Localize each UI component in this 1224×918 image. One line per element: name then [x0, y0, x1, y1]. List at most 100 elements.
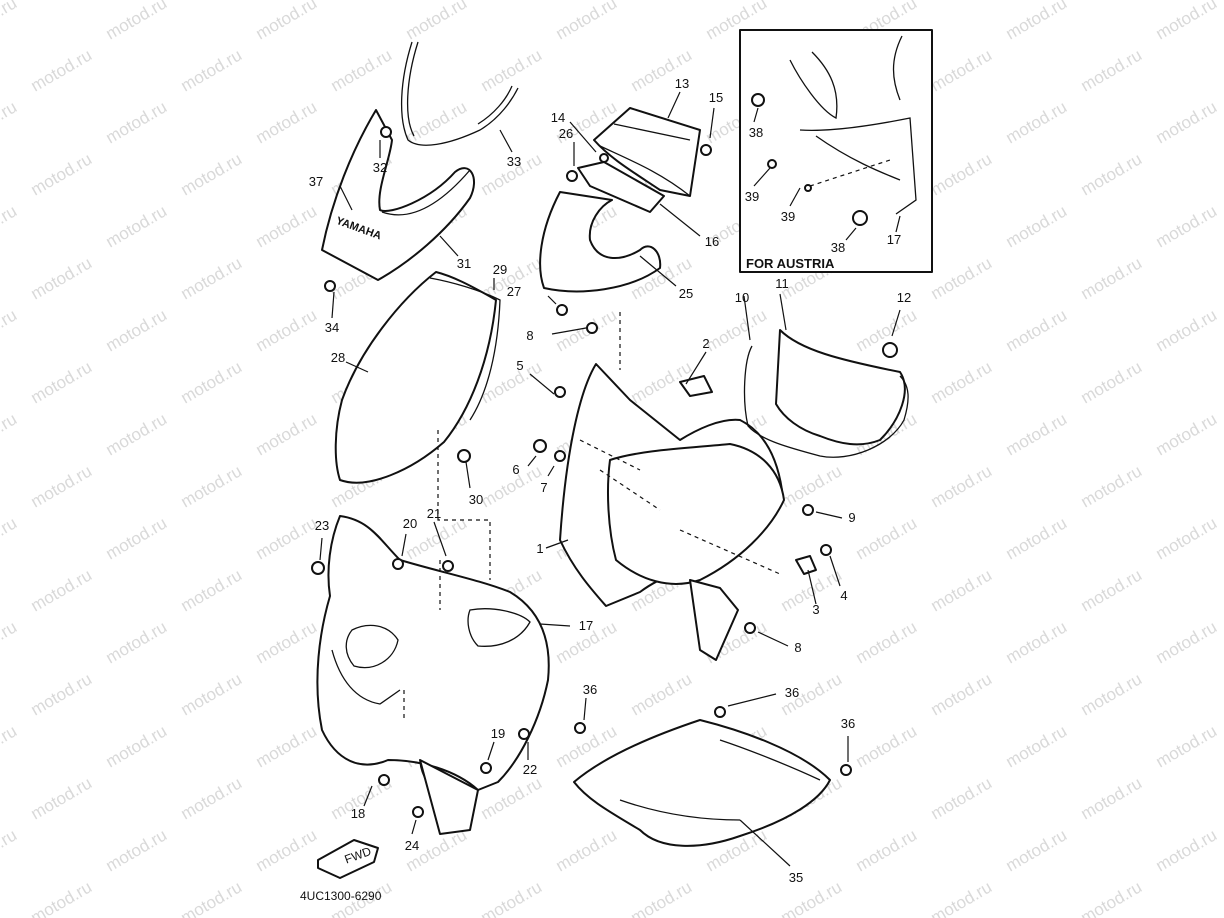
watermark-text: motod.ru — [928, 45, 996, 95]
watermark-text: motod.ru — [0, 0, 20, 43]
callout-38: 38 — [749, 125, 763, 140]
watermark-text: motod.ru — [703, 305, 771, 355]
cowling-inner-edge — [381, 169, 471, 216]
callout-17: 17 — [579, 618, 593, 633]
inset-cowling-outline — [789, 35, 917, 215]
callout-14: 14 — [551, 110, 565, 125]
watermark-text: motod.ru — [853, 513, 921, 563]
watermark-text: motod.ru — [28, 461, 96, 511]
callout-13: 13 — [675, 76, 689, 91]
watermark-text: motod.ru — [253, 201, 321, 251]
watermark-text: motod.ru — [253, 97, 321, 147]
windscreen-trim-33 — [400, 41, 519, 146]
watermark-text: motod.ru — [103, 201, 171, 251]
bracket-15 — [577, 161, 665, 213]
watermark-text: motod.ru — [0, 305, 20, 355]
watermark-text: motod.ru — [28, 773, 96, 823]
watermark-text: motod.ru — [253, 0, 321, 43]
callout-36: 36 — [841, 716, 855, 731]
callout-4: 4 — [840, 588, 847, 603]
watermark-text: motod.ru — [778, 877, 846, 918]
watermark-text: motod.ru — [1078, 565, 1146, 615]
watermark-text: motod.ru — [1003, 617, 1071, 667]
watermark-text: motod.ru — [103, 409, 171, 459]
watermark-text: motod.ru — [28, 357, 96, 407]
watermark-text: motod.ru — [1153, 97, 1221, 147]
watermark-text: motod.ru — [1078, 253, 1146, 303]
watermark-text: motod.ru — [178, 877, 246, 918]
watermark-text: motod.ru — [403, 0, 471, 43]
windshield-trim-29 — [429, 277, 501, 421]
drawing-code: 4UC1300-6290 — [300, 889, 382, 903]
watermark-text: motod.ru — [1078, 45, 1146, 95]
watermark-text: motod.ru — [1078, 149, 1146, 199]
callout-18: 18 — [351, 806, 365, 821]
watermark-text: motod.ru — [28, 45, 96, 95]
side-cowling-rear-flap — [419, 759, 479, 835]
watermark-text: motod.ru — [28, 253, 96, 303]
watermark-text: motod.ru — [478, 877, 546, 918]
watermark-text: motod.ru — [928, 149, 996, 199]
watermark-text: motod.ru — [0, 513, 20, 563]
fasteners — [311, 126, 898, 818]
watermark-text: motod.ru — [1003, 201, 1071, 251]
watermark-text: motod.ru — [928, 877, 996, 918]
callout-19: 19 — [491, 726, 505, 741]
callout-37: 37 — [309, 174, 323, 189]
callout-8: 8 — [794, 640, 801, 655]
callout-26: 26 — [559, 126, 573, 141]
callout-1: 1 — [536, 541, 543, 556]
watermark-text: motod.ru — [553, 0, 621, 43]
callout-12: 12 — [897, 290, 911, 305]
assembly-line-6 — [809, 159, 891, 187]
watermark-text: motod.ru — [0, 409, 20, 459]
watermark-text: motod.ru — [1153, 721, 1221, 771]
callout-30: 30 — [469, 492, 483, 507]
upper-cowling-31 — [321, 109, 475, 281]
watermark-text: motod.ru — [0, 97, 20, 147]
watermark-text: motod.ru — [178, 253, 246, 303]
watermark-text: motod.ru — [0, 825, 20, 875]
callout-6: 6 — [512, 462, 519, 477]
watermark-text: motod.ru — [1078, 357, 1146, 407]
watermark-text: motod.ru — [0, 617, 20, 667]
watermark-text: motod.ru — [103, 513, 171, 563]
callout-9: 9 — [848, 510, 855, 525]
watermark-text: motod.ru — [553, 825, 621, 875]
watermark-text: motod.ru — [478, 461, 546, 511]
watermark-text: motod.ru — [1003, 305, 1071, 355]
watermark-text: motod.ru — [1153, 305, 1221, 355]
watermark-text: motod.ru — [628, 669, 696, 719]
watermark-text: motod.ru — [1003, 0, 1071, 43]
meter-cover-detail — [599, 123, 691, 197]
watermark-text: motod.ru — [253, 409, 321, 459]
watermark-text: motod.ru — [178, 669, 246, 719]
watermark-text: motod.ru — [253, 617, 321, 667]
watermark-text: motod.ru — [1003, 721, 1071, 771]
watermark-text: motod.ru — [928, 773, 996, 823]
callout-33: 33 — [507, 154, 521, 169]
watermark-text: motod.ru — [1078, 669, 1146, 719]
callout-22: 22 — [523, 762, 537, 777]
callout-11: 11 — [775, 276, 789, 291]
watermark-text: motod.ru — [178, 357, 246, 407]
callout-10: 10 — [735, 290, 749, 305]
watermark-text: motod.ru — [0, 721, 20, 771]
watermark-text: motod.ru — [1003, 513, 1071, 563]
callout-38: 38 — [831, 240, 845, 255]
watermark-text: motod.ru — [28, 149, 96, 199]
duct-seal-10 — [743, 345, 909, 458]
watermark-text: motod.ru — [253, 513, 321, 563]
watermark-text: motod.ru — [778, 565, 846, 615]
watermark-text: motod.ru — [103, 305, 171, 355]
callout-39: 39 — [781, 209, 795, 224]
callout-36: 36 — [785, 685, 799, 700]
under-cowling-ribs — [619, 739, 821, 821]
watermark-text: motod.ru — [1153, 409, 1221, 459]
watermark-text: motod.ru — [253, 721, 321, 771]
assembly-line-1 — [437, 430, 491, 580]
callout-8: 8 — [526, 328, 533, 343]
callout-16: 16 — [705, 234, 719, 249]
